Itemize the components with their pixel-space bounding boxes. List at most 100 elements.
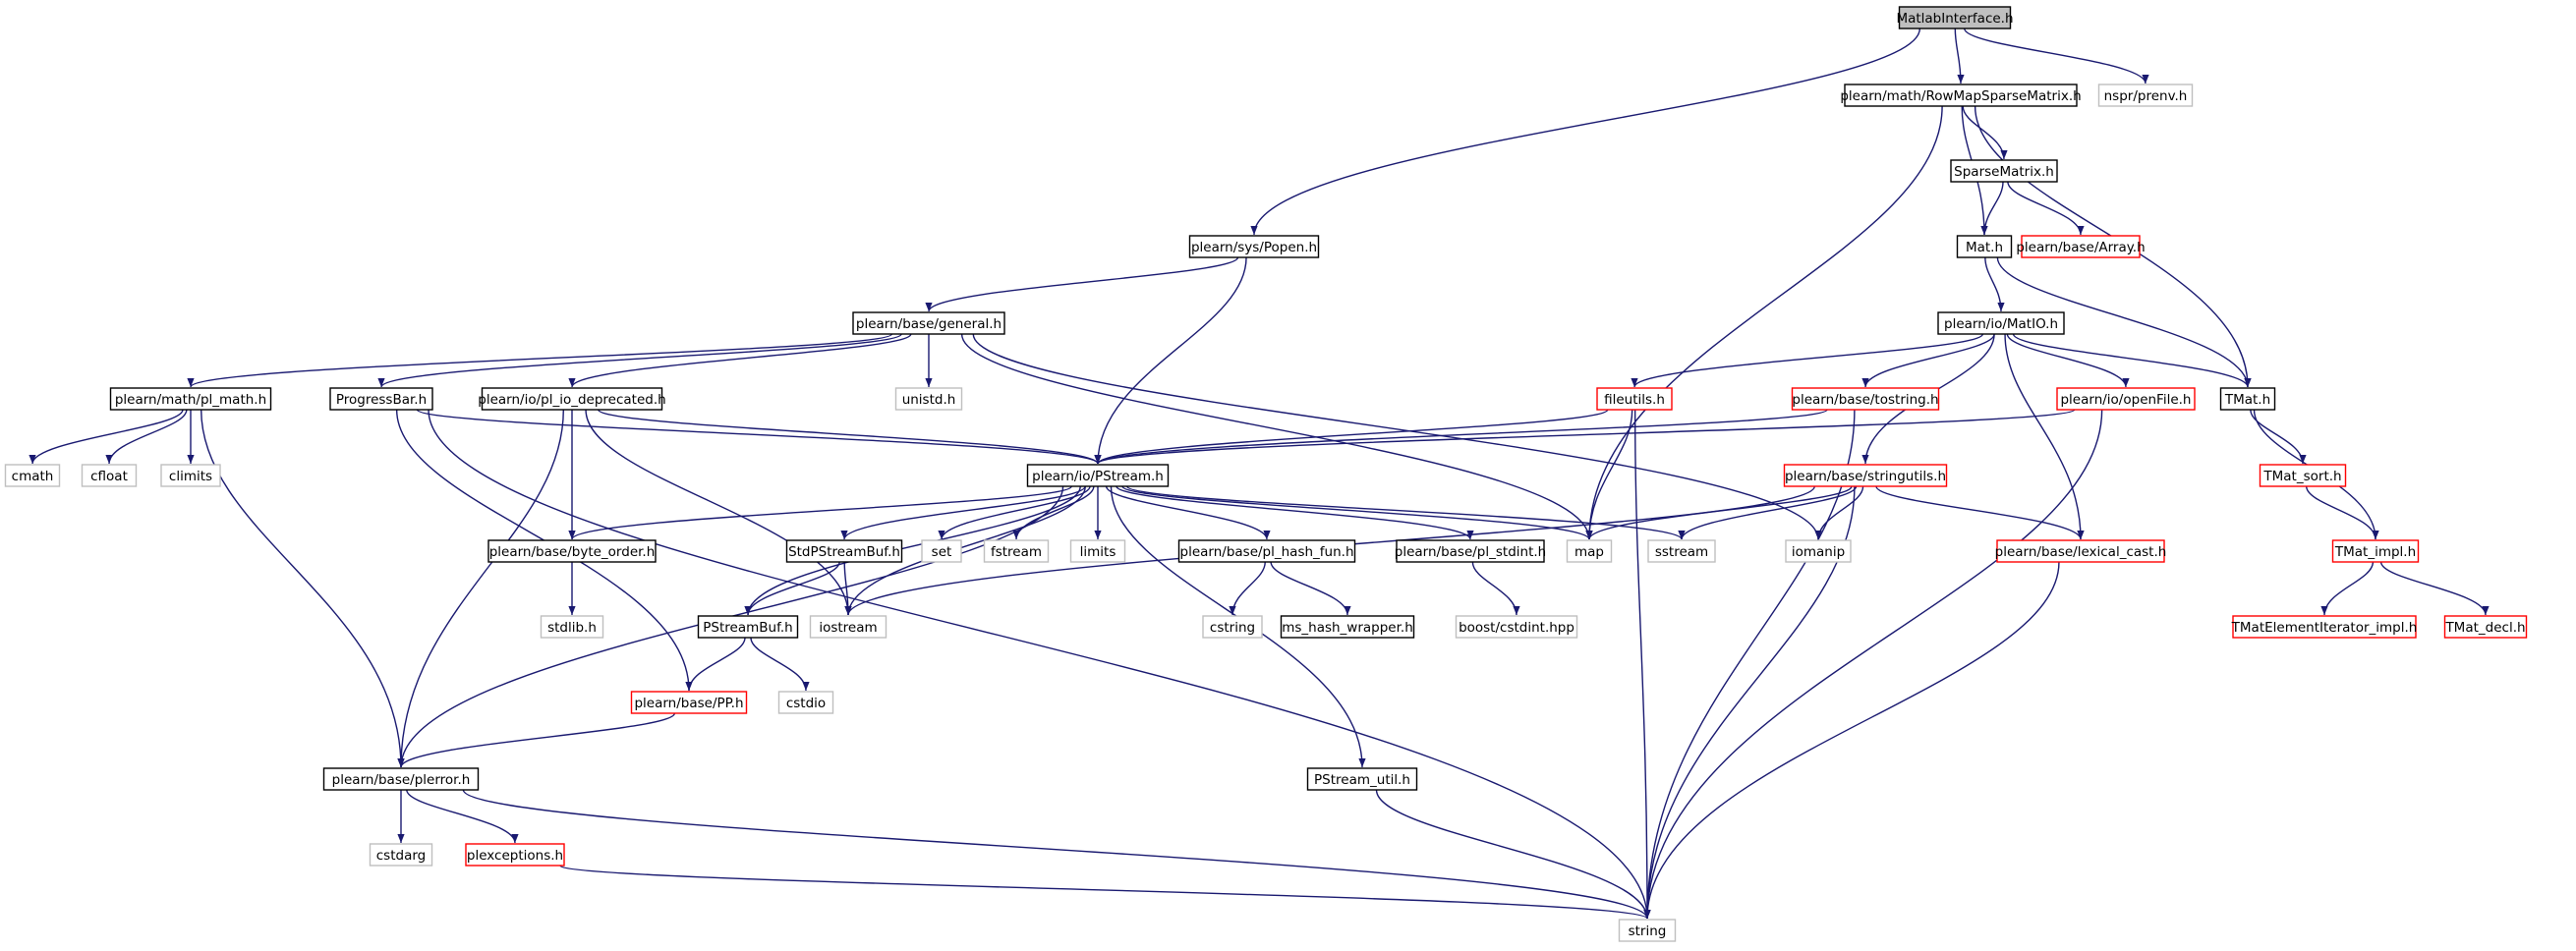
node-box-cstdio (777, 691, 834, 714)
node-label-math: Mat.h (1966, 240, 2003, 255)
node-cstring[interactable]: cstring (1202, 615, 1263, 639)
edge-pstream-to-sstream (1126, 485, 1686, 540)
node-box-tmatdecl (2443, 615, 2528, 639)
edge-psutil-to-string (1375, 789, 1651, 920)
edge-math-to-tmat (1996, 256, 2252, 388)
node-box-tmateli (2232, 615, 2417, 639)
node-label-popen: plearn/sys/Popen.h (1191, 240, 1317, 255)
node-plexc[interactable]: plexceptions.h (465, 843, 565, 867)
node-mshash[interactable]: ms_hash_wrapper.h (1280, 615, 1415, 639)
node-stdpsb[interactable]: StdPStreamBuf.h (785, 539, 903, 563)
node-iostream[interactable]: iostream (809, 615, 887, 639)
node-label-plmath: plearn/math/pl_math.h (115, 392, 266, 408)
node-openfile[interactable]: plearn/io/openFile.h (2056, 387, 2196, 411)
node-unistd[interactable]: unistd.h (894, 387, 963, 411)
edge-plerror-to-string (462, 789, 1651, 920)
node-box-array (2021, 235, 2141, 258)
node-fileutils[interactable]: fileutils.h (1596, 387, 1673, 411)
node-sstream[interactable]: sstream (1647, 539, 1716, 563)
node-limits[interactable]: limits (1069, 539, 1126, 563)
node-tostring[interactable]: plearn/base/tostring.h (1791, 387, 1940, 411)
node-label-sstream: sstream (1655, 544, 1708, 560)
node-cfloat[interactable]: cfloat (81, 464, 138, 487)
node-fstream[interactable]: fstream (983, 539, 1050, 563)
edge-tmatimpl-to-tmateli (2320, 561, 2375, 616)
node-rowmap[interactable]: plearn/math/RowMapSparseMatrix.h (1840, 84, 2082, 107)
edge-general-to-iodep (568, 333, 912, 388)
node-tmatdecl[interactable]: TMat_decl.h (2443, 615, 2528, 639)
edge-sparse-to-array (2007, 181, 2085, 236)
node-stdint[interactable]: plearn/base/pl_stdint.h (1395, 539, 1546, 563)
node-psbuf[interactable]: PStreamBuf.h (697, 615, 799, 639)
node-psutil[interactable]: PStream_util.h (1306, 767, 1418, 791)
edge-stringutils-to-sstream (1678, 485, 1858, 540)
node-map[interactable]: map (1566, 539, 1613, 563)
node-pstream[interactable]: plearn/io/PStream.h (1026, 464, 1170, 487)
node-hashfun[interactable]: plearn/base/pl_hash_fun.h (1177, 539, 1356, 563)
node-box-pstream (1026, 464, 1170, 487)
node-array[interactable]: plearn/base/Array.h (2016, 235, 2146, 258)
node-label-boostcstdint: boost/cstdint.hpp (1459, 620, 1574, 636)
node-label-psutil: PStream_util.h (1314, 772, 1410, 788)
node-cstdarg[interactable]: cstdarg (369, 843, 433, 867)
node-box-math (1956, 235, 2013, 258)
node-root[interactable]: MatlabInterface.h (1896, 6, 2014, 29)
edge-psbuf-to-pp (685, 637, 746, 692)
node-label-plerror: plearn/base/plerror.h (332, 772, 471, 788)
edge-root-to-popen (1250, 28, 1921, 236)
node-label-psbuf: PStreamBuf.h (703, 620, 792, 636)
node-box-string (1618, 919, 1677, 942)
node-box-rowmap (1844, 84, 2078, 107)
node-string[interactable]: string (1618, 919, 1677, 942)
node-progress[interactable]: ProgressBar.h (329, 387, 433, 411)
node-label-array: plearn/base/Array.h (2016, 240, 2145, 255)
node-stringutils[interactable]: plearn/base/stringutils.h (1783, 464, 1948, 487)
node-matio[interactable]: plearn/io/MatIO.h (1937, 311, 2065, 335)
node-plmath[interactable]: plearn/math/pl_math.h (109, 387, 272, 411)
node-box-iostream (809, 615, 887, 639)
node-prenv[interactable]: nspr/prenv.h (2097, 84, 2194, 107)
node-label-tmatimpl: TMat_impl.h (2334, 544, 2416, 560)
node-box-openfile (2056, 387, 2196, 411)
node-tmatimpl[interactable]: TMat_impl.h (2331, 539, 2420, 563)
node-boostcstdint[interactable]: boost/cstdint.hpp (1455, 615, 1578, 639)
node-iodep[interactable]: plearn/io/pl_io_deprecated.h (478, 387, 666, 411)
node-box-sparse (1950, 159, 2058, 183)
node-math[interactable]: Mat.h (1956, 235, 2013, 258)
node-box-limits (1069, 539, 1126, 563)
node-general[interactable]: plearn/base/general.h (852, 311, 1005, 335)
node-climits[interactable]: climits (160, 464, 221, 487)
edge-tmatimpl-to-tmatdecl (2379, 561, 2490, 616)
edge-math-to-matio (1984, 256, 2005, 312)
node-box-psbuf (697, 615, 799, 639)
node-byteorder[interactable]: plearn/base/byte_order.h (487, 539, 657, 563)
node-plerror[interactable]: plearn/base/plerror.h (322, 767, 480, 791)
node-sparse[interactable]: SparseMatrix.h (1950, 159, 2058, 183)
node-lexcast[interactable]: plearn/base/lexical_cast.h (1995, 539, 2167, 563)
edge-general-to-iomanip (972, 333, 1822, 540)
node-box-cstring (1202, 615, 1263, 639)
edge-openfile-to-string (1643, 409, 2103, 920)
node-label-openfile: plearn/io/openFile.h (2060, 392, 2191, 408)
node-cmath[interactable]: cmath (4, 464, 61, 487)
node-popen[interactable]: plearn/sys/Popen.h (1188, 235, 1320, 258)
node-cstdio[interactable]: cstdio (777, 691, 834, 714)
node-set[interactable]: set (921, 539, 962, 563)
edge-stringutils-to-iomanip (1814, 485, 1864, 540)
node-label-fstream: fstream (991, 544, 1042, 560)
node-tmatsort[interactable]: TMat_sort.h (2259, 464, 2347, 487)
node-label-tmatdecl: TMat_decl.h (2444, 620, 2525, 636)
edge-hashfun-to-cstring (1229, 561, 1266, 616)
node-label-rowmap: plearn/math/RowMapSparseMatrix.h (1840, 88, 2081, 104)
node-label-stdpsb: StdPStreamBuf.h (788, 544, 900, 560)
node-stdlib[interactable]: stdlib.h (540, 615, 604, 639)
node-pp[interactable]: plearn/base/PP.h (630, 691, 748, 714)
edge-lexcast-to-string (1643, 561, 2060, 920)
node-label-limits: limits (1080, 544, 1116, 560)
node-label-cstdarg: cstdarg (376, 848, 426, 864)
node-tmat[interactable]: TMat.h (2219, 387, 2276, 411)
node-iomanip[interactable]: iomanip (1785, 539, 1852, 563)
node-label-general: plearn/base/general.h (856, 316, 1002, 332)
node-box-tmat (2219, 387, 2276, 411)
node-tmateli[interactable]: TMatElementIterator_impl.h (2231, 615, 2418, 639)
